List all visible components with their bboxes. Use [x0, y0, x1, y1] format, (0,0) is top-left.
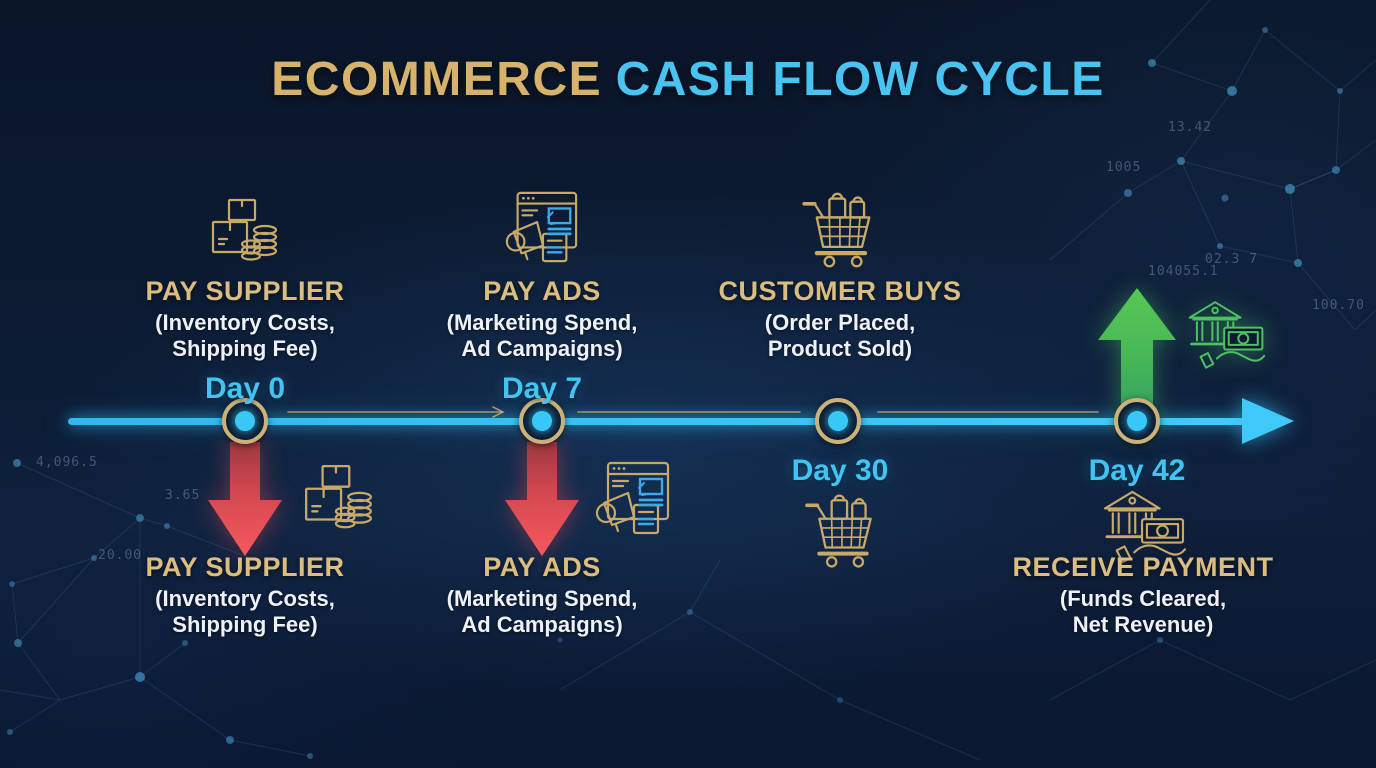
step-above-day30: CUSTOMER BUYS (Order Placed, Product Sol…: [670, 276, 1010, 362]
shopping-cart-icon: [800, 190, 884, 268]
bg-number: 1005: [1106, 160, 1142, 175]
step-title: CUSTOMER BUYS: [718, 276, 962, 306]
bg-number: 13.42: [1168, 120, 1213, 135]
step-title: PAY SUPPLIER: [145, 276, 345, 306]
step-subtitle: (Marketing Spend,: [446, 586, 638, 611]
step-subtitle: Net Revenue): [1072, 611, 1214, 637]
step-title: PAY ADS: [483, 552, 601, 582]
node-dot: [828, 411, 848, 431]
step-subtitle: (Funds Cleared,: [1059, 586, 1227, 611]
bg-number: 20.00: [98, 548, 143, 563]
step-above-day7: PAY ADS (Marketing Spend, Ad Campaigns) …: [382, 276, 702, 406]
step-below-day42: RECEIVE PAYMENT (Funds Cleared, Net Reve…: [963, 552, 1323, 638]
shopping-cart-icon: [802, 492, 886, 568]
node-dot: [1127, 411, 1147, 431]
step-subtitle: Ad Campaigns): [461, 611, 623, 637]
step-subtitle: Shipping Fee): [172, 611, 318, 637]
step-below-day0: PAY SUPPLIER (Inventory Costs, Shipping …: [75, 552, 415, 638]
node-dot: [235, 411, 255, 431]
timeline-arrowhead-icon: [1242, 398, 1294, 444]
bg-number: 4,096.5: [36, 455, 98, 470]
node-dot: [532, 411, 552, 431]
cash-out-arrow-day7: [505, 442, 579, 556]
boxes-coins-icon: [207, 194, 283, 270]
boxes-coins-icon: [300, 460, 378, 538]
megaphone-browser-icon: [502, 190, 580, 264]
step-title: RECEIVE PAYMENT: [1012, 552, 1274, 582]
step-subtitle: Ad Campaigns): [461, 335, 623, 361]
step-subtitle: (Inventory Costs,: [155, 586, 335, 611]
step-subtitle: (Inventory Costs,: [155, 310, 335, 335]
day-label-day0: Day 0: [204, 371, 286, 405]
bg-number: 100.70: [1312, 298, 1365, 313]
megaphone-browser-icon: [592, 460, 672, 536]
timeline-node-day7: [519, 398, 565, 444]
day-label-day42: Day 42: [1088, 454, 1186, 487]
timeline-node-day30: [815, 398, 861, 444]
bg-number: 02.3 7: [1205, 252, 1258, 267]
step-title: PAY ADS: [483, 276, 601, 306]
bg-number: 104055.1: [1148, 264, 1219, 279]
step-subtitle: (Marketing Spend,: [446, 310, 638, 335]
step-below-day7: PAY ADS (Marketing Spend, Ad Campaigns): [372, 552, 712, 638]
title-part-gold: ECOMMERCE: [271, 53, 603, 106]
step-above-day0: PAY SUPPLIER (Inventory Costs, Shipping …: [85, 276, 405, 406]
timeline-node-day42: [1114, 398, 1160, 444]
title-part-cyan: CASH FLOW CYCLE: [615, 53, 1105, 106]
step-subtitle: Shipping Fee): [172, 335, 318, 361]
cash-out-arrow-day0: [208, 442, 282, 556]
bank-money-green-icon: [1186, 298, 1266, 370]
step-subtitle: (Order Placed,: [764, 310, 916, 335]
day-label-day30: Day 30: [791, 454, 889, 487]
step-title: PAY SUPPLIER: [145, 552, 345, 582]
day-label-day7: Day 7: [501, 371, 583, 405]
timeline-axis: [68, 418, 1244, 425]
timeline-node-day0: [222, 398, 268, 444]
cash-in-arrow-day42: [1098, 288, 1176, 432]
bg-number: 3.65: [165, 488, 201, 503]
step-subtitle: Product Sold): [767, 335, 913, 361]
